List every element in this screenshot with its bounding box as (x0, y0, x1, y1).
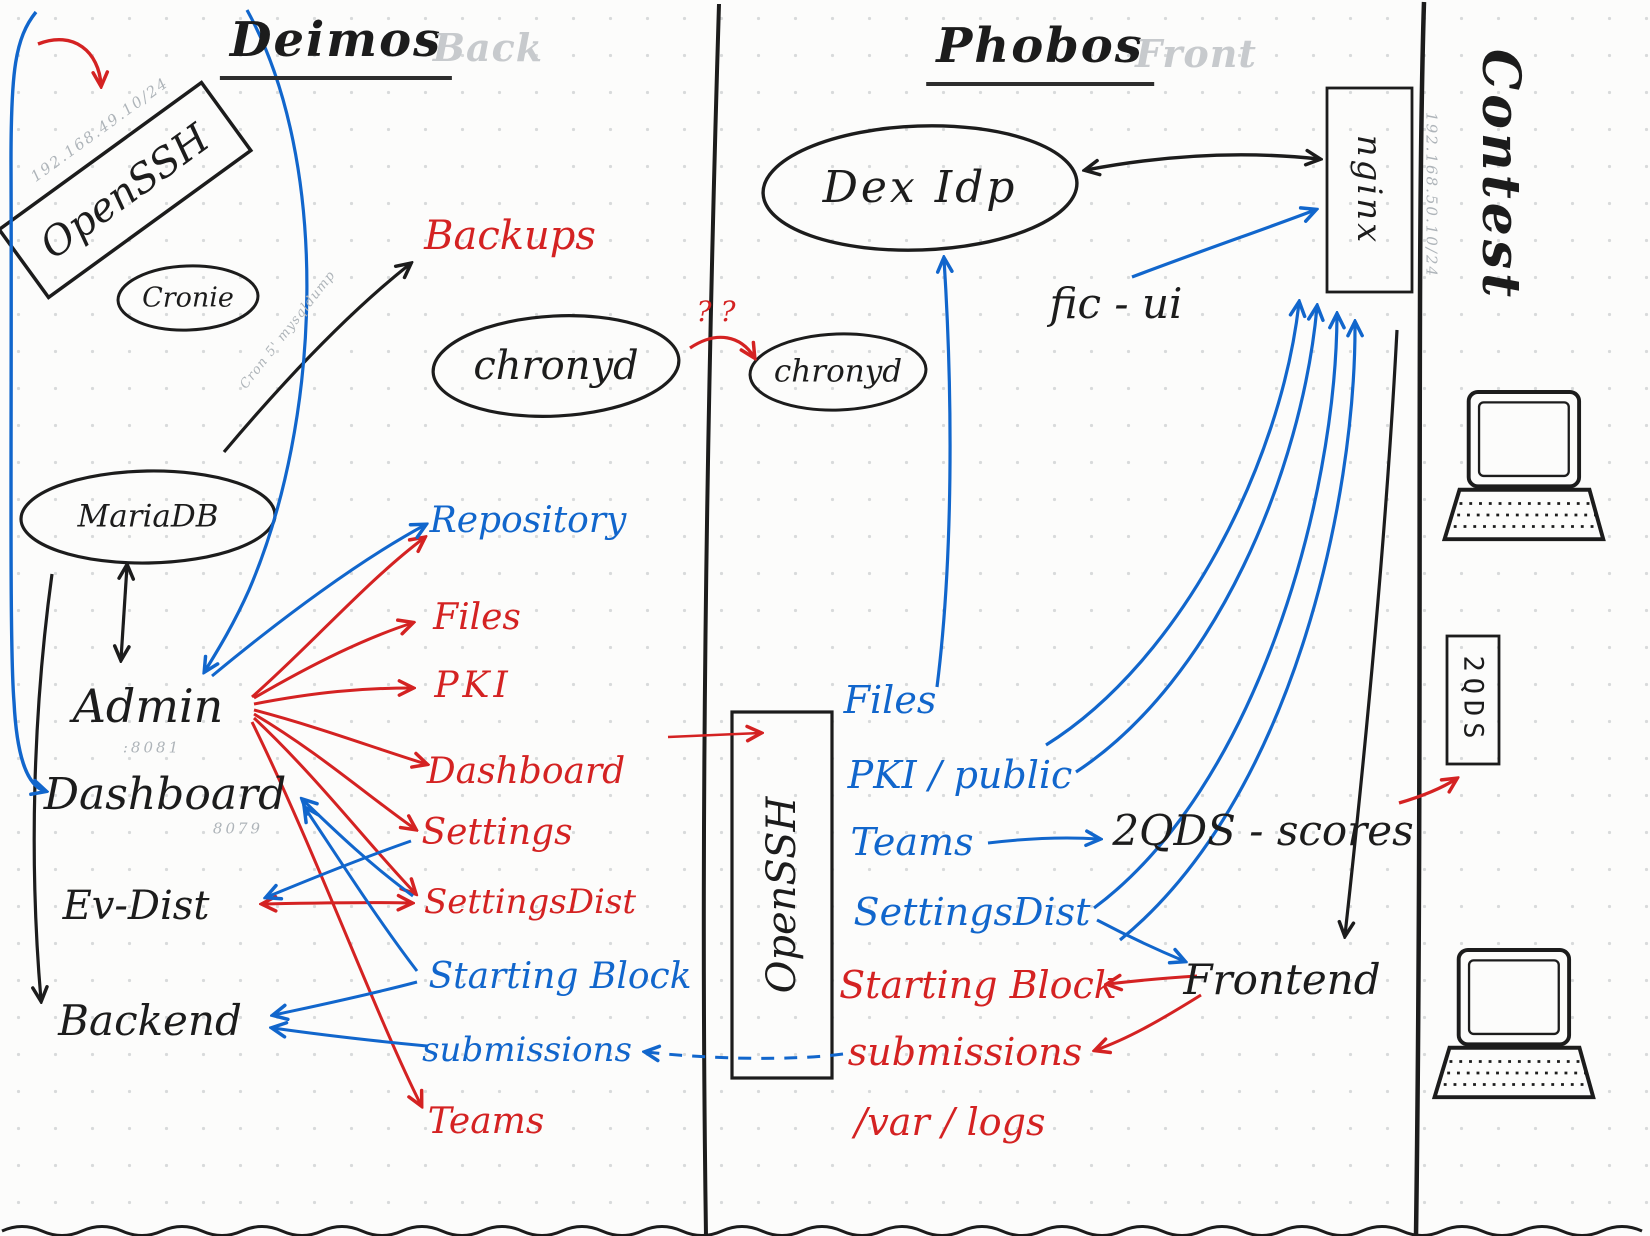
cronie-ellipse (116, 264, 260, 332)
service-submissions-deimos-label: submissions (422, 1030, 632, 1070)
mariadb-label: MariaDB (77, 498, 219, 535)
nginx-box (1325, 86, 1414, 294)
ficui-label: fic - ui (1049, 279, 1183, 328)
arrow-submissions-backend (273, 1028, 428, 1048)
arrow-frontend-startingblock (1108, 976, 1198, 984)
arrow-scores-contest (1398, 779, 1456, 805)
arrow-admin-pki (253, 688, 412, 706)
service-startingblock-phobos-label: Starting Block (839, 963, 1117, 1007)
arrow-evdist-settingsdist (263, 903, 411, 904)
dashboard-node-label: Dashboard (43, 769, 287, 820)
service-repository-label: Repository (429, 500, 627, 541)
admin-port-label: :8081 (122, 738, 182, 757)
arrow-nginx-frontend (1345, 329, 1399, 935)
arrow-admin-dashboard (253, 708, 426, 764)
arrow-settingsdist-frontend (1096, 918, 1184, 961)
phobos-subtitle: Front (1135, 31, 1257, 76)
arrow-files-dexidp (935, 259, 950, 688)
service-submissions-phobos-label: submissions (847, 1030, 1083, 1074)
phobos-ip-label: 192.168.50.10/24 (1422, 112, 1441, 278)
bottom-scallop-border (1, 1225, 1643, 1236)
arrow-red-hook-topleft (37, 38, 101, 85)
arrow-admin-settingsdist (252, 716, 415, 893)
arrow-teams-scores (987, 838, 1099, 843)
arrow-dexidp-nginx (1086, 155, 1319, 170)
arrow-bundle-1-nginx (1045, 303, 1299, 747)
arrow-admin-repository-red (251, 538, 424, 699)
service-pki-label: PKI (434, 665, 512, 706)
service-settingsdist-phobos-label: SettingsDist (853, 890, 1091, 934)
dexidp-ellipse (761, 124, 1079, 252)
arrow-mariadb-backups (222, 264, 410, 454)
service-files-phobos-label: Files (843, 678, 937, 722)
laptop-icon-bottom (1431, 948, 1596, 1100)
openssh-phobos-label: OpenSSH (759, 796, 805, 994)
arrow-submissions-dashed (646, 1052, 844, 1058)
arrow-bundle-2-nginx (1075, 307, 1317, 774)
backend-label: Backend (58, 996, 242, 1045)
dexidp-label: Dex Idp (822, 162, 1018, 213)
service-settings-label: Settings (421, 812, 573, 853)
nginx-label: nginx (1349, 134, 1389, 246)
cronie-label: Cronie (142, 282, 234, 314)
laptop-icon-top (1441, 390, 1606, 542)
arrow-admin-openssh-phobos (667, 733, 760, 737)
chronyd-phobos-ellipse (748, 332, 928, 412)
chronyd-phobos-label: chronyd (773, 353, 903, 390)
service-teams-deimos-label: Teams (427, 1101, 545, 1142)
arrow-chronyd-chronyd (689, 335, 754, 357)
service-teams-phobos-label: Teams (850, 820, 974, 864)
arrow-ficui-nginx (1131, 210, 1315, 279)
divider-phobos-contest (1413, 1, 1427, 1236)
service-pkipublic-label: PKI / public (847, 753, 1073, 797)
service-settingsdist-deimos-label: SettingsDist (424, 882, 636, 922)
zqds-label: 2QDS (1457, 655, 1489, 745)
openssh-phobos-box (730, 710, 834, 1080)
arrow-settings-evdist (267, 839, 412, 897)
backups-label: Backups (424, 213, 596, 259)
arrow-mariadb-admin (121, 566, 127, 659)
phobos-title: Phobos (926, 22, 1154, 86)
chronyd-deimos-label: chronyd (473, 343, 639, 389)
deimos-subtitle: Back (432, 25, 544, 70)
arrow-startingblock-backend (274, 980, 418, 1015)
openssh-deimos-box (0, 80, 254, 300)
scores-label: 2QDS - scores (1112, 806, 1414, 855)
frontend-label: Frontend (1183, 955, 1381, 1004)
service-startingblock-deimos-label: Starting Block (428, 956, 692, 997)
zqds-box (1445, 634, 1501, 766)
service-files-deimos-label: Files (433, 597, 521, 638)
line-openssh-admin-diagonal (205, 9, 309, 671)
dashboard-port-label: 8079 (212, 819, 264, 838)
arrow-startingblock-dashboard (305, 808, 419, 972)
arrow-bundle-4-nginx (1118, 323, 1355, 942)
arrow-openssh-dashboard-long (9, 10, 45, 791)
evdist-label: Ev-Dist (62, 883, 210, 929)
arrow-admin-repository-blue (211, 525, 425, 678)
arrow-frontend-submissions (1096, 993, 1202, 1050)
divider-deimos-phobos (701, 3, 721, 1236)
arrow-admin-files (253, 623, 412, 700)
service-dashboard-label: Dashboard (426, 751, 626, 792)
var-logs-label: /var / logs (854, 1100, 1046, 1144)
arrow-admin-teams (250, 721, 421, 1105)
contest-title: Contest (1470, 48, 1531, 302)
deimos-title: Deimos (219, 16, 453, 80)
arrow-bundle-3-nginx (1093, 315, 1337, 910)
admin-label: Admin (72, 679, 224, 733)
question-marks-label: ? ? (696, 295, 736, 328)
chronyd-deimos-ellipse (431, 314, 681, 418)
arrow-admin-settings (253, 712, 415, 829)
